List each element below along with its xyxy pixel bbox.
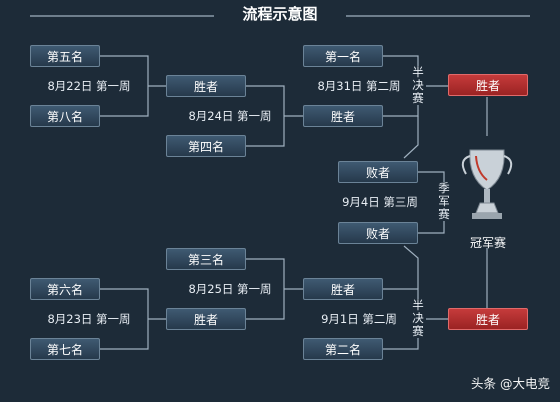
final-label: 冠军赛 bbox=[469, 236, 506, 250]
finalist-bottom: 胜者 bbox=[448, 308, 528, 330]
team-fifth: 第五名 bbox=[30, 45, 100, 67]
match-date: 8月25日 第一周 bbox=[178, 281, 282, 297]
winner-box: 胜者 bbox=[303, 105, 383, 127]
trophy-icon bbox=[461, 149, 513, 219]
team-third: 第三名 bbox=[166, 248, 246, 270]
stage-label-third-place: 季军赛 bbox=[436, 182, 452, 221]
match-date: 8月22日 第一周 bbox=[34, 78, 144, 94]
team-seventh: 第七名 bbox=[30, 338, 100, 360]
match-date: 8月23日 第一周 bbox=[34, 311, 144, 327]
team-fourth: 第四名 bbox=[166, 135, 246, 157]
match-date: 9月1日 第二周 bbox=[303, 311, 415, 327]
winner-box: 胜者 bbox=[303, 278, 383, 300]
loser-box: 败者 bbox=[338, 222, 418, 244]
match-date: 8月31日 第二周 bbox=[303, 78, 415, 94]
winner-box: 胜者 bbox=[166, 75, 246, 97]
team-eighth: 第八名 bbox=[30, 105, 100, 127]
stage-label-semifinal: 半决赛 bbox=[410, 66, 426, 105]
stage-label-semifinal: 半决赛 bbox=[410, 299, 426, 338]
team-first: 第一名 bbox=[303, 45, 383, 67]
team-sixth: 第六名 bbox=[30, 278, 100, 300]
match-date: 8月24日 第一周 bbox=[178, 108, 282, 124]
loser-box: 败者 bbox=[338, 161, 418, 183]
winner-box: 胜者 bbox=[166, 308, 246, 330]
diagram-title: 流程示意图 bbox=[214, 2, 346, 26]
match-date: 9月4日 第三周 bbox=[330, 194, 430, 210]
team-second: 第二名 bbox=[303, 338, 383, 360]
connector bbox=[403, 116, 419, 159]
finalist-top: 胜者 bbox=[448, 74, 528, 96]
watermark: 头条 @大电竞 bbox=[471, 376, 550, 391]
connector bbox=[403, 245, 419, 289]
